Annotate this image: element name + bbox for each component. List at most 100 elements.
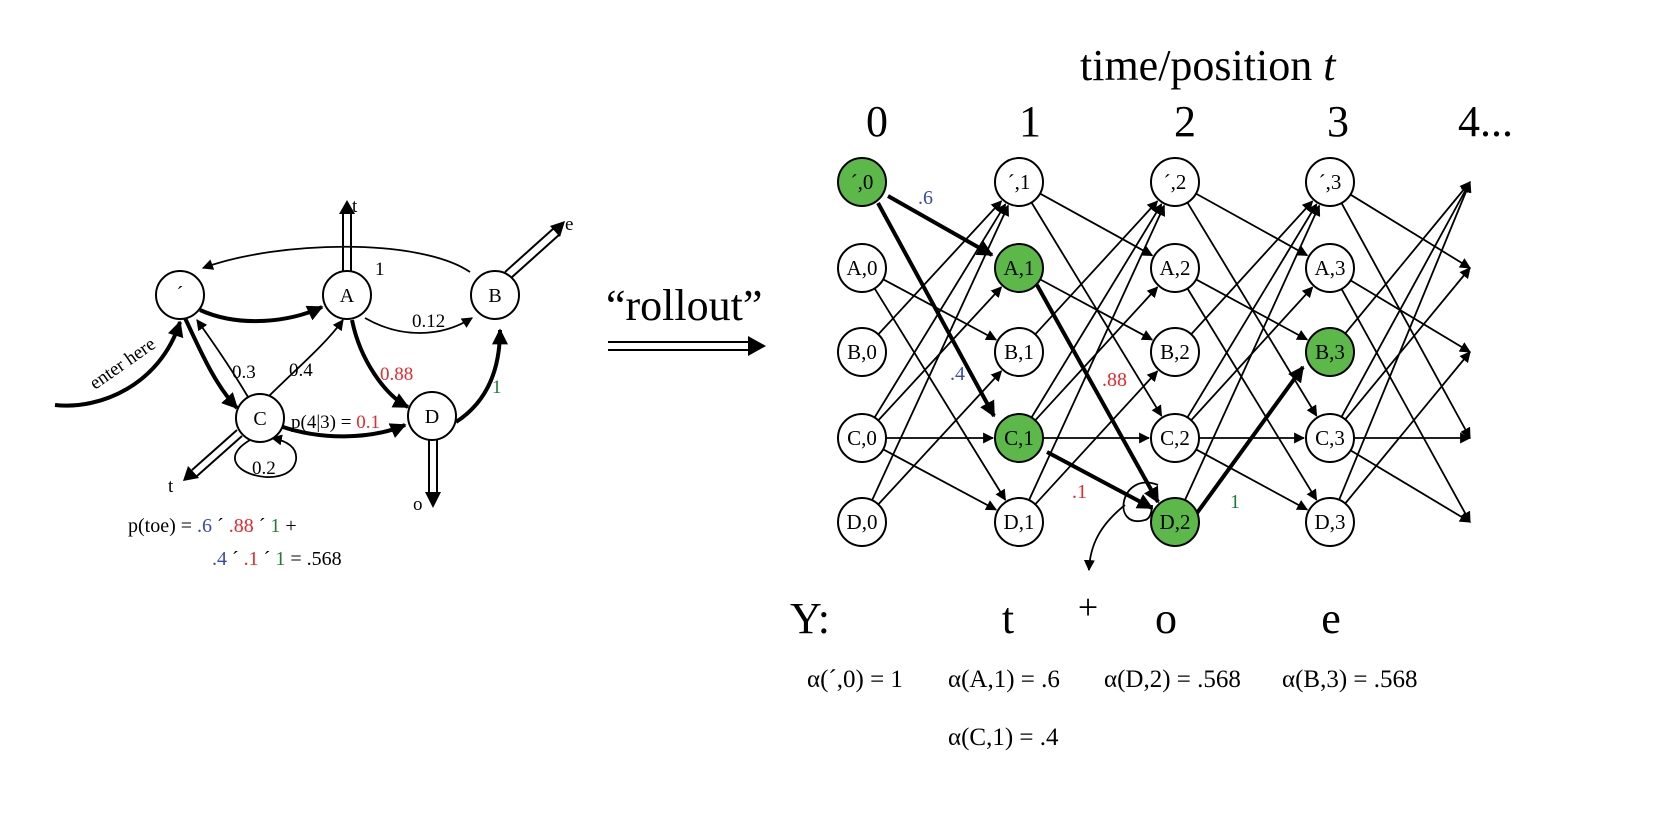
edge-c-to-start bbox=[196, 319, 249, 398]
edge-a2-d3 bbox=[1186, 288, 1318, 501]
label-start-to-c: 0.3 bbox=[232, 362, 256, 383]
trellis-node-label-s0: ´,0 bbox=[851, 170, 874, 194]
edge-b0-s1 bbox=[877, 200, 1003, 335]
trellis-node-a1: A,1 bbox=[994, 243, 1044, 293]
trellis-node-c3: C,3 bbox=[1305, 413, 1355, 463]
edge-a-to-b bbox=[364, 317, 473, 334]
edge-s1-a2 bbox=[1039, 192, 1154, 257]
trellis-node-label-b1: B,1 bbox=[1004, 340, 1034, 364]
trellis-node-d1: D,1 bbox=[994, 497, 1044, 547]
state-c: C bbox=[235, 393, 285, 443]
path-edge-d2-b3 bbox=[1195, 365, 1305, 515]
trellis-node-label-a1: A,1 bbox=[1004, 256, 1035, 280]
weight-s0-c1: .4 bbox=[950, 363, 965, 385]
trellis-node-a2: A,2 bbox=[1150, 243, 1200, 293]
trellis-node-s3: ´,3 bbox=[1305, 157, 1355, 207]
enter-here-label: enter here bbox=[86, 334, 160, 394]
edge-a-to-d bbox=[350, 319, 410, 409]
axis-title: time/position t bbox=[1080, 41, 1337, 90]
edge-b2-s3 bbox=[1190, 200, 1314, 335]
trellis-node-label-d3: D,3 bbox=[1315, 510, 1346, 534]
label-c-to-d: p(4|3) = 0.1 bbox=[291, 412, 380, 433]
path-edge-s0-a1 bbox=[887, 194, 994, 257]
trellis-node-s0: ´,0 bbox=[837, 157, 887, 207]
loop-d2-branch bbox=[1083, 504, 1126, 572]
svg-text:´: ´ bbox=[177, 283, 184, 305]
loop-plus-label: + bbox=[1078, 587, 1098, 627]
column-header-2: 2 bbox=[1174, 97, 1196, 146]
edge-d-to-b bbox=[454, 328, 508, 424]
edge-a3-b4 bbox=[1350, 279, 1471, 353]
column-header-1: 1 bbox=[1019, 97, 1041, 146]
label-b-to-start: 1 bbox=[375, 259, 385, 280]
trellis-node-label-a3: A,3 bbox=[1315, 256, 1346, 280]
edge-s2-a3 bbox=[1195, 192, 1309, 257]
edge-c0-d1 bbox=[882, 448, 998, 511]
trellis-node-b2: B,2 bbox=[1150, 327, 1200, 377]
trellis-node-a0: A,0 bbox=[837, 243, 887, 293]
edge-a0-b1 bbox=[882, 278, 998, 341]
edge-d2-s3 bbox=[1184, 204, 1321, 501]
edge-c3-s4 bbox=[1340, 181, 1471, 418]
trellis-node-c2: C,2 bbox=[1150, 413, 1200, 463]
label-a-to-b: 0.12 bbox=[412, 311, 445, 332]
trellis-node-b0: B,0 bbox=[837, 327, 887, 377]
edge-a1-b2 bbox=[1039, 278, 1154, 341]
trellis-node-label-s1: ´,1 bbox=[1008, 170, 1031, 194]
emit-label-c: t bbox=[168, 476, 174, 497]
trellis-node-d2: D,2 bbox=[1150, 497, 1200, 547]
path-edge-s0-c1 bbox=[876, 202, 996, 418]
column-header-4: 4... bbox=[1458, 97, 1513, 146]
edge-s3-a4 bbox=[1349, 193, 1471, 269]
rollout-label: “rollout” bbox=[606, 281, 762, 330]
path-edge-c1-d2 bbox=[1046, 450, 1154, 510]
edge-c-to-a bbox=[267, 319, 344, 398]
edge-c3-d4 bbox=[1350, 449, 1471, 523]
edge-d3-s4 bbox=[1338, 180, 1472, 501]
trellis-node-label-a0: A,0 bbox=[847, 256, 878, 280]
trellis-node-c1: C,1 bbox=[994, 413, 1044, 463]
alpha-b3: α(B,3) = .568 bbox=[1282, 666, 1418, 693]
emission-b bbox=[504, 221, 565, 279]
trellis-node-label-a2: A,2 bbox=[1160, 256, 1191, 280]
svg-text:C: C bbox=[253, 408, 266, 430]
trellis-node-label-b2: B,2 bbox=[1160, 340, 1190, 364]
edge-d1-b2 bbox=[1034, 370, 1159, 505]
column-header-0: 0 bbox=[866, 97, 888, 146]
edge-c-to-d bbox=[279, 423, 407, 439]
trellis-node-label-d1: D,1 bbox=[1004, 510, 1035, 534]
svg-text:D: D bbox=[425, 406, 439, 428]
edge-s3-c4 bbox=[1340, 202, 1471, 439]
trellis-node-a3: A,3 bbox=[1305, 243, 1355, 293]
state-a: A bbox=[322, 270, 372, 320]
edge-start-to-c-thick bbox=[183, 317, 239, 410]
alpha-a1: α(A,1) = .6 bbox=[948, 666, 1060, 693]
edge-b-to-start bbox=[201, 245, 471, 273]
label-d-to-b: 1 bbox=[492, 377, 502, 398]
edge-start-to-a bbox=[199, 305, 324, 324]
emission-d bbox=[425, 440, 441, 508]
state-graph: ´ A B C D 1 0.12 0.3 0.4 0.88 1 0.2 p(4|… bbox=[54, 196, 573, 570]
emit-label-b: e bbox=[565, 214, 573, 235]
trellis-node-d3: D,3 bbox=[1305, 497, 1355, 547]
loop-d2 bbox=[1122, 481, 1159, 523]
trellis-thick-edges bbox=[876, 194, 1305, 515]
trellis-node-b3: B,3 bbox=[1305, 327, 1355, 377]
trellis-node-label-c2: C,2 bbox=[1160, 426, 1190, 450]
trellis-node-d0: D,0 bbox=[837, 497, 887, 547]
label-a-to-d: 0.88 bbox=[380, 364, 413, 385]
trellis-nodes: ´,0A,0B,0C,0D,0´,1A,1B,1C,1D,1´,2A,2B,2C… bbox=[837, 157, 1355, 547]
trellis-node-b1: B,1 bbox=[994, 327, 1044, 377]
formula-line2: .4 ´ .1 ´ 1 = .568 bbox=[212, 548, 342, 570]
emit-label-a: t bbox=[352, 196, 358, 217]
state-d: D bbox=[407, 391, 457, 441]
label-c-to-a: 0.4 bbox=[289, 360, 313, 381]
trellis-node-label-c0: C,0 bbox=[847, 426, 877, 450]
edge-enter bbox=[54, 320, 184, 408]
edge-c2-s3 bbox=[1186, 203, 1318, 418]
path-edge-a1-d2 bbox=[1035, 284, 1160, 504]
observation-e: e bbox=[1321, 594, 1341, 643]
edge-b3-s4 bbox=[1344, 181, 1471, 335]
observation-label: Y: bbox=[790, 594, 830, 643]
trellis-node-label-d2: D,2 bbox=[1160, 510, 1191, 534]
